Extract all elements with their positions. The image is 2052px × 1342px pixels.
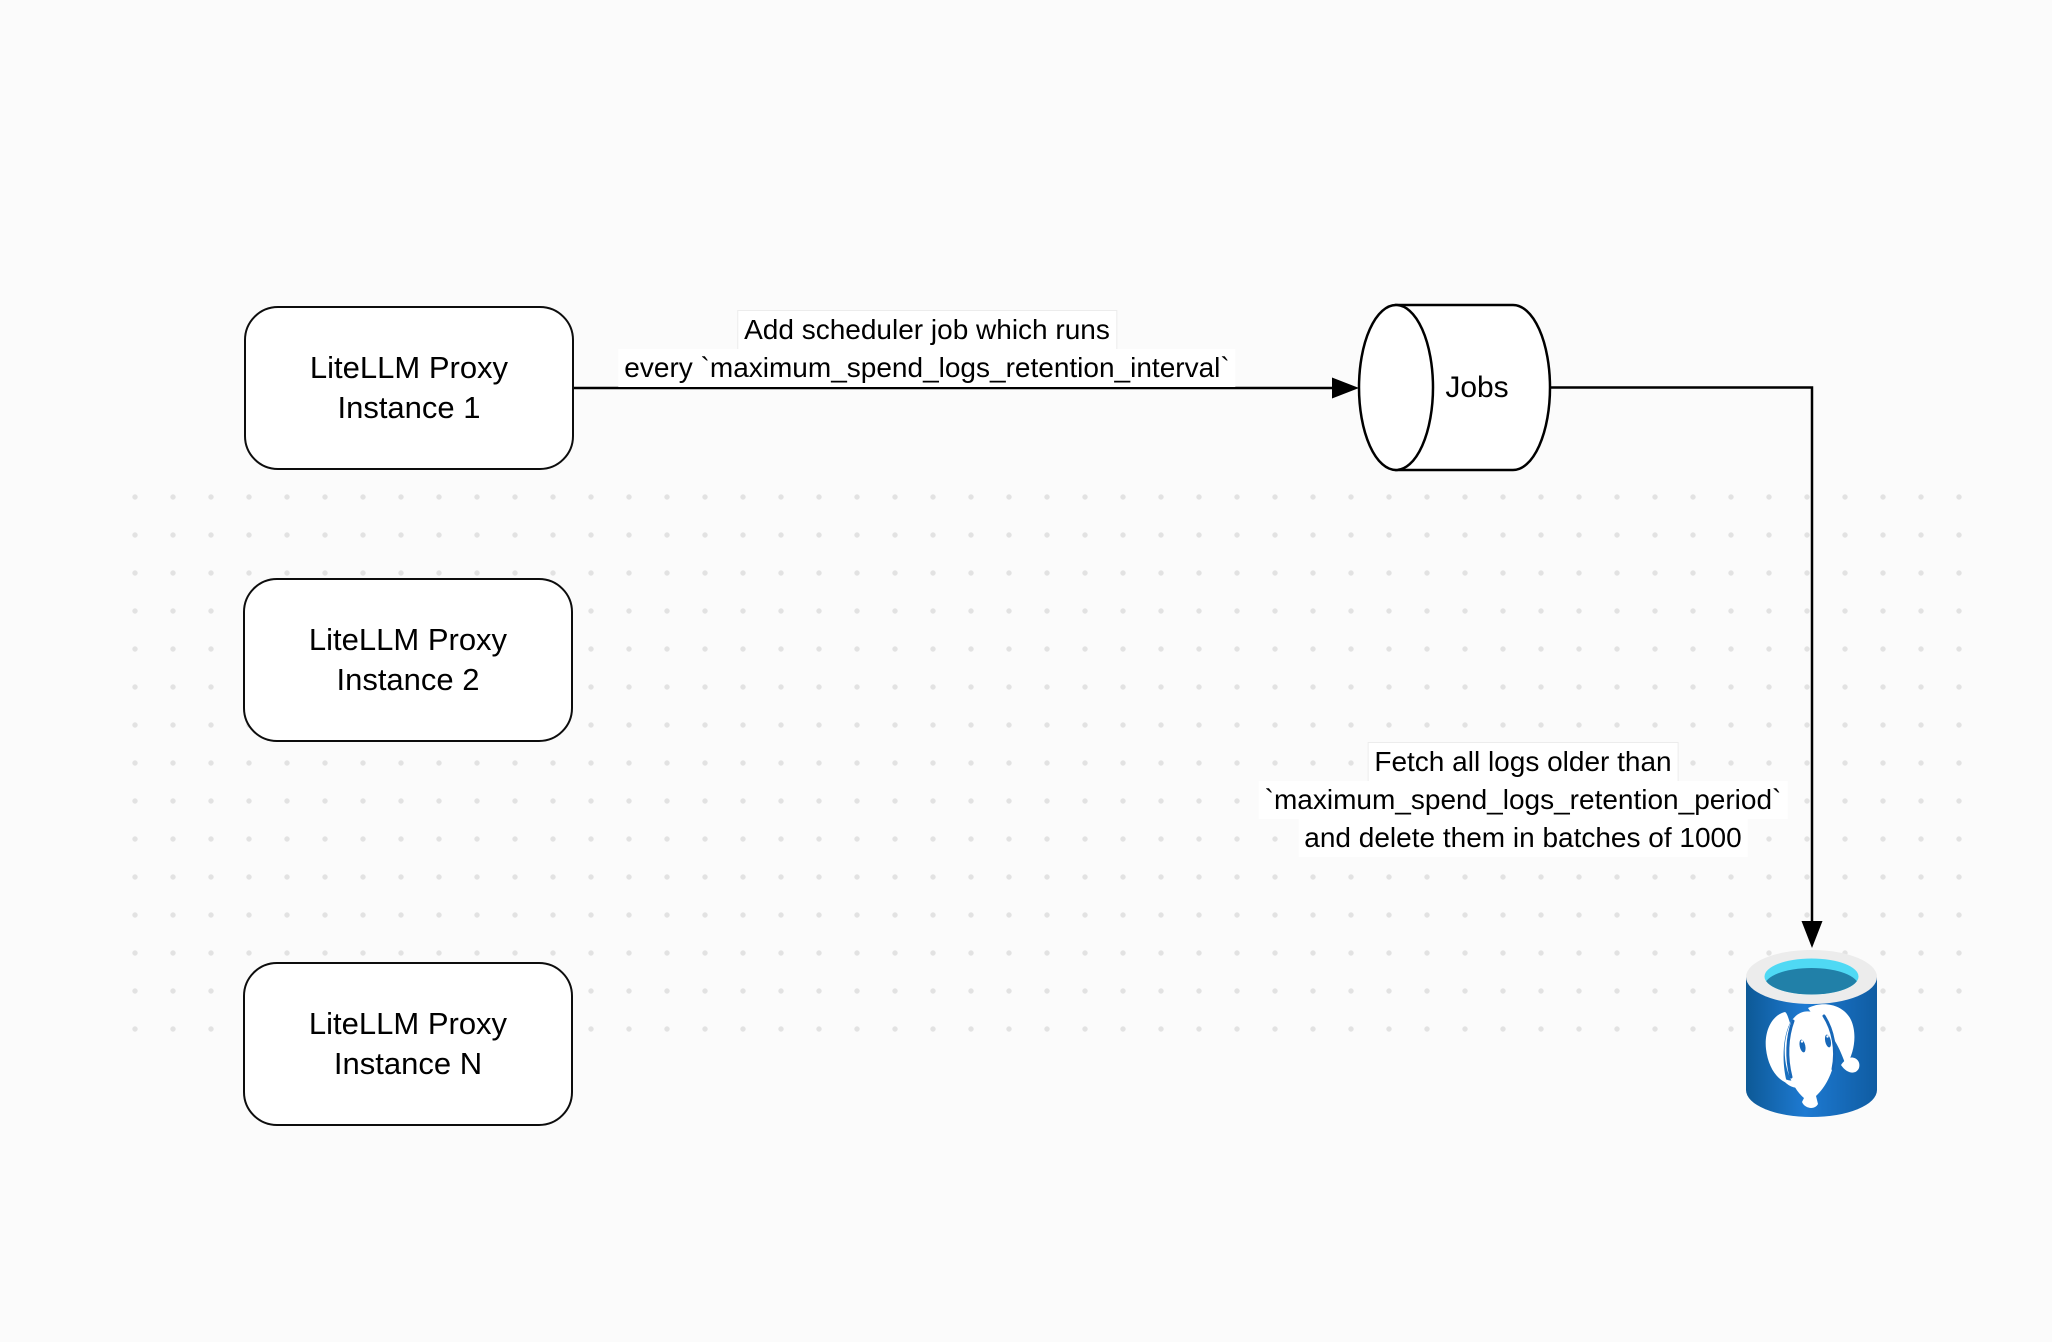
node-label-line: Instance 2 (336, 662, 480, 697)
node-label-line: LiteLLM Proxy (308, 622, 508, 657)
node-label-line: Instance 1 (337, 390, 481, 425)
annotation-line: Fetch all logs older than (1368, 743, 1678, 781)
node-label-line: Instance N (333, 1046, 483, 1081)
node-label-line: LiteLLM Proxy (309, 350, 509, 385)
node-label-line: LiteLLM Proxy (308, 1006, 508, 1041)
annotation-line: `maximum_spend_logs_retention_period` (1258, 781, 1788, 819)
annotation-fetch-delete-logs: Fetch all logs older than `maximum_spend… (1258, 743, 1788, 857)
annotation-line: Add scheduler job which runs (738, 311, 1116, 349)
jobs-cylinder-label: Jobs (1445, 371, 1509, 404)
node-litellm-proxy-instance-n: LiteLLM Proxy Instance N (243, 962, 573, 1126)
arrow-jobs-to-postgres (1550, 386, 1823, 948)
arrow-proxy1-to-jobs (574, 377, 1359, 399)
jobs-cylinder (1357, 303, 1552, 472)
node-litellm-proxy-instance-1: LiteLLM Proxy Instance 1 (244, 306, 574, 470)
postgres-elephant-glyph (1765, 1004, 1860, 1108)
annotation-line: and delete them in batches of 1000 (1298, 819, 1748, 857)
postgresql-database-icon (1746, 950, 1877, 1117)
node-litellm-proxy-instance-2: LiteLLM Proxy Instance 2 (243, 578, 573, 742)
postgres-cylinder-liquid-shadow (1764, 968, 1859, 995)
annotation-scheduler-job: Add scheduler job which runs every `maxi… (618, 311, 1236, 387)
annotation-line: every `maximum_spend_logs_retention_inte… (618, 349, 1236, 387)
